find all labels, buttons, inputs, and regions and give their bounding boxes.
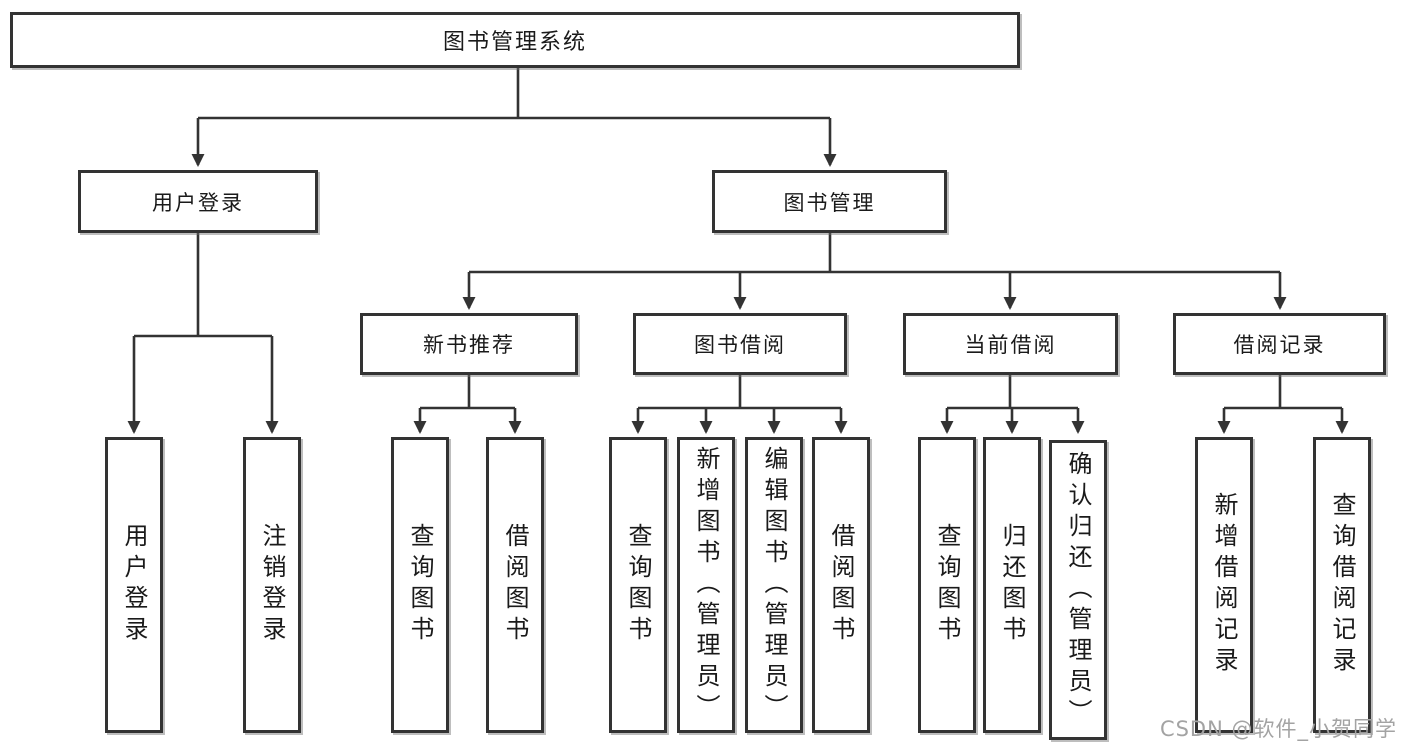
node-label: 查询借阅记录 — [1328, 492, 1356, 678]
node-label: 当前借阅 — [964, 333, 1057, 357]
node-label: 确认归还（管理员） — [1064, 450, 1092, 730]
node-book-management: 图书管理 — [712, 170, 947, 233]
node-label: 借阅记录 — [1233, 333, 1326, 357]
leaf-query-books-current: 查询图书 — [918, 437, 976, 733]
node-label: 查询图书 — [406, 523, 434, 647]
node-label: 借阅图书 — [827, 523, 855, 647]
leaf-query-books-borrow: 查询图书 — [609, 437, 667, 733]
node-book-borrow: 图书借阅 — [633, 313, 847, 375]
node-label: 注销登录 — [258, 523, 286, 647]
node-label: 查询图书 — [624, 523, 652, 647]
node-borrow-records: 借阅记录 — [1173, 313, 1386, 375]
leaf-logout: 注销登录 — [243, 437, 301, 733]
leaf-user-login: 用户登录 — [105, 437, 163, 733]
node-library-management-system: 图书管理系统 — [10, 12, 1020, 68]
node-label: 用户登录 — [120, 523, 148, 647]
leaf-query-borrow-record: 查询借阅记录 — [1313, 437, 1371, 733]
node-new-book-recommend: 新书推荐 — [360, 313, 578, 375]
node-label: 新增图书（管理员） — [692, 445, 720, 725]
leaf-borrow-books: 借阅图书 — [812, 437, 870, 733]
node-label: 新增借阅记录 — [1210, 492, 1238, 678]
leaf-return-book: 归还图书 — [983, 437, 1041, 733]
node-label: 图书管理系统 — [442, 30, 587, 55]
leaf-query-books-recommend: 查询图书 — [391, 437, 449, 733]
leaf-add-book-admin: 新增图书（管理员） — [677, 437, 735, 733]
node-current-borrow: 当前借阅 — [903, 313, 1118, 375]
node-user-login-branch: 用户登录 — [78, 170, 318, 233]
node-label: 图书管理 — [783, 190, 876, 215]
node-label: 编辑图书（管理员） — [760, 445, 788, 725]
node-label: 用户登录 — [152, 190, 244, 215]
node-label: 查询图书 — [933, 523, 961, 647]
node-label: 图书借阅 — [694, 333, 786, 357]
csdn-watermark: CSDN @软件_小贺同学 — [1159, 717, 1397, 741]
leaf-borrow-books-recommend: 借阅图书 — [486, 437, 544, 733]
node-label: 新书推荐 — [423, 333, 515, 357]
leaf-edit-book-admin: 编辑图书（管理员） — [745, 437, 803, 733]
node-label: 归还图书 — [998, 523, 1026, 647]
leaf-add-borrow-record: 新增借阅记录 — [1195, 437, 1253, 733]
node-label: 借阅图书 — [501, 523, 529, 647]
leaf-confirm-return-admin: 确认归还（管理员） — [1049, 440, 1107, 740]
